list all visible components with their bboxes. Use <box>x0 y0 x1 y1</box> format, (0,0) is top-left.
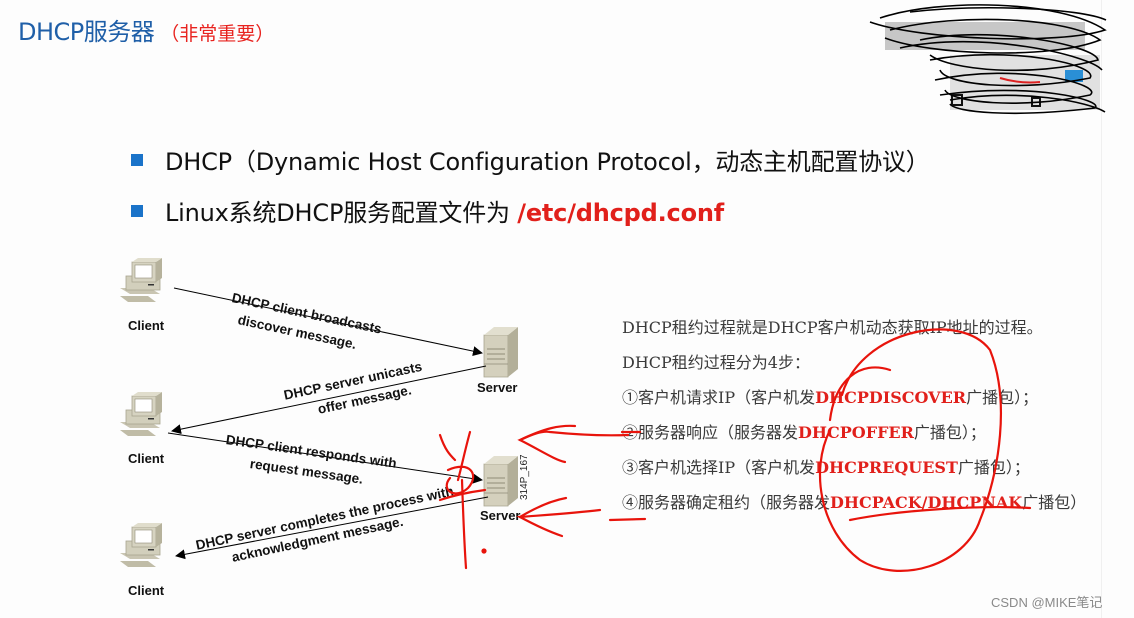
step-keyword: DHCPOFFER <box>798 423 914 442</box>
server-label: Server <box>480 508 521 523</box>
step-text: ①客户机请求IP（客户机发 <box>622 388 816 407</box>
notes-step-4: ④服务器确定租约（服务器发DHCPACK/DHCPNAK广播包） <box>622 489 1086 513</box>
server-label: Server <box>477 380 518 395</box>
circle-annotation <box>818 328 1002 572</box>
step-text: 广播包）； <box>913 423 986 442</box>
step-keyword: DHCPACK/DHCPNAK <box>830 493 1023 512</box>
step-text: ②服务器响应（服务器发 <box>622 423 799 442</box>
bullet-text: Linux系统DHCP服务配置文件为 /etc/dhcpd.conf <box>165 193 724 228</box>
step-text: ④服务器确定租约（服务器发 <box>622 493 831 512</box>
notes-step-2: ②服务器响应（服务器发DHCPOFFER广播包）； <box>622 419 986 443</box>
bullet-square-icon <box>131 153 143 166</box>
slide-edge <box>1101 0 1102 618</box>
arrow-annotation <box>516 508 602 538</box>
step-text: 广播包）； <box>957 458 1030 477</box>
figure-code: 314P_167 <box>519 454 530 500</box>
step-text: ③客户机选择IP（客户机发 <box>622 458 816 477</box>
client-label: Client <box>128 451 165 466</box>
bullet-config-file: Linux系统DHCP服务配置文件为 /etc/dhcpd.conf <box>131 193 724 228</box>
step-text: 广播包） <box>1022 493 1087 512</box>
notes-steps-header: DHCP租约过程分为4步： <box>622 353 810 372</box>
client-computer-icon <box>119 522 163 568</box>
step-keyword: DHCPREQUEST <box>815 458 958 477</box>
bullet-square-icon <box>131 204 143 217</box>
server-icon <box>483 455 519 507</box>
client-label: Client <box>128 318 165 333</box>
watermark: CSDN @MIKE笔记 <box>991 595 1103 610</box>
bullet-text-prefix: Linux系统DHCP服务配置文件为 <box>165 199 518 227</box>
slide-title-note: （非常重要） <box>160 23 275 45</box>
slide-title-main: DHCP服务器 <box>18 18 155 46</box>
client-label: Client <box>128 583 165 598</box>
client-computer-icon <box>119 257 163 303</box>
slide-title: DHCP服务器 （非常重要） <box>18 12 274 48</box>
config-path-highlight: /etc/dhcpd.conf <box>517 199 724 227</box>
notes-step-3: ③客户机选择IP（客户机发DHCPREQUEST广播包）； <box>622 454 1030 478</box>
bullet-dhcp-definition: DHCP（Dynamic Host Configuration Protocol… <box>131 142 930 177</box>
arrow-annotation <box>517 430 630 464</box>
client-computer-icon <box>119 391 163 437</box>
handwriting-annotation <box>438 430 487 570</box>
step-text: 广播包）； <box>966 388 1039 407</box>
server-icon <box>483 326 519 378</box>
step-keyword: DHCPDISCOVER <box>815 388 967 407</box>
bullet-text: DHCP（Dynamic Host Configuration Protocol… <box>165 148 930 176</box>
notes-intro: DHCP租约过程就是DHCP客户机动态获取IP地址的过程。 <box>622 318 1043 337</box>
scribbled-logo <box>869 4 1107 115</box>
notes-step-1: ①客户机请求IP（客户机发DHCPDISCOVER广播包）； <box>622 384 1038 408</box>
